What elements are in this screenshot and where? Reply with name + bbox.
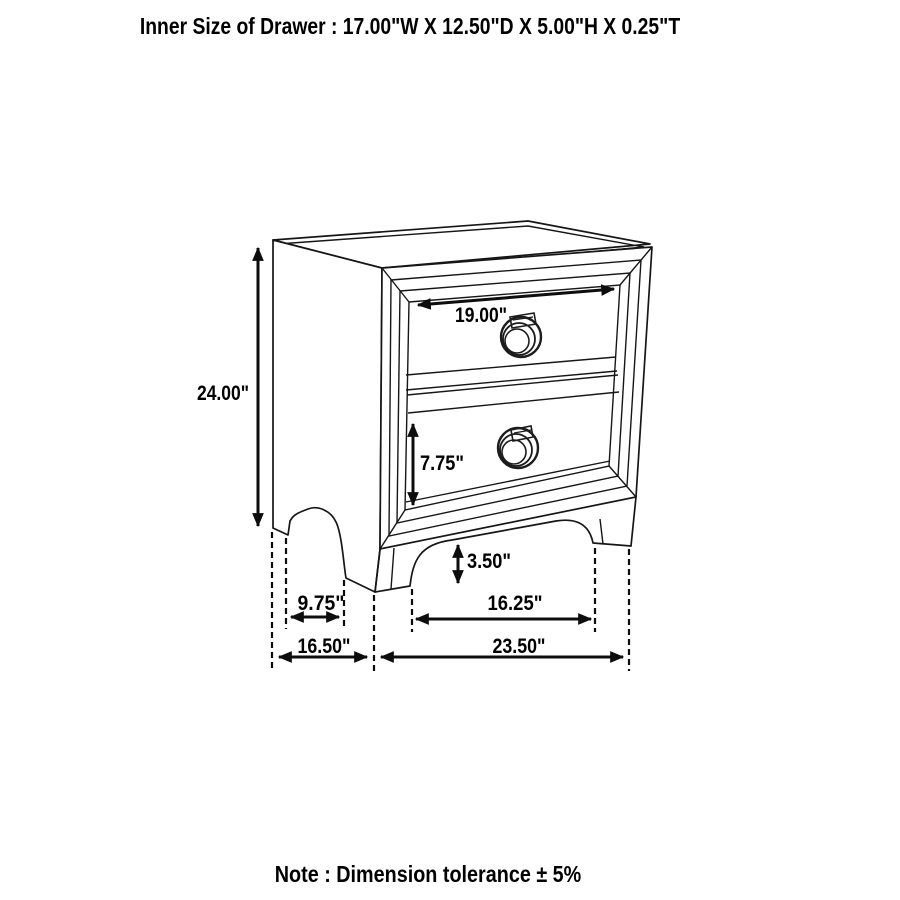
drawer-handle-top xyxy=(499,312,543,359)
dim-label-overall-height: 24.00" xyxy=(197,382,249,405)
dim-front-foot-spacing: 16.25" xyxy=(414,592,593,625)
dimension-callouts: 19.00" 24.00" 7.75" 3.50" 9.75" 16.25" xyxy=(197,246,625,663)
dim-label-foot-height: 3.50" xyxy=(467,550,511,573)
ring-pull-icon xyxy=(496,425,540,470)
dim-overall-width: 23.50" xyxy=(379,635,625,663)
page-title: Inner Size of Drawer : 17.00"W X 12.50"D… xyxy=(139,13,681,39)
drawer-fronts xyxy=(405,356,620,503)
dim-label-overall-width: 23.50" xyxy=(493,635,546,658)
dim-foot-height: 3.50" xyxy=(452,543,511,585)
dim-label-drawer-front-width: 19.00" xyxy=(455,304,507,327)
dim-overall-height: 24.00" xyxy=(197,246,264,528)
dim-label-bottom-drawer-height: 7.75" xyxy=(420,452,464,475)
dim-label-side-foot-spacing: 9.75" xyxy=(298,592,345,615)
dim-label-overall-depth: 16.50" xyxy=(298,635,351,658)
dim-side-foot-spacing: 9.75" xyxy=(289,592,345,623)
dim-overall-depth: 16.50" xyxy=(277,635,369,663)
drawer-handle-bottom xyxy=(496,425,540,470)
left-side-panel xyxy=(272,239,383,593)
dim-drawer-front-width: 19.00" xyxy=(416,284,616,327)
base-plinth xyxy=(374,496,637,593)
ring-pull-icon xyxy=(499,312,543,359)
dim-bottom-drawer-height: 7.75" xyxy=(407,422,464,507)
extension-lines xyxy=(270,532,631,671)
front-frame xyxy=(379,246,653,550)
nightstand-drawing xyxy=(272,220,653,593)
dim-label-front-foot-spacing: 16.25" xyxy=(488,592,543,615)
tolerance-note: Note : Dimension tolerance ± 5% xyxy=(274,861,582,887)
